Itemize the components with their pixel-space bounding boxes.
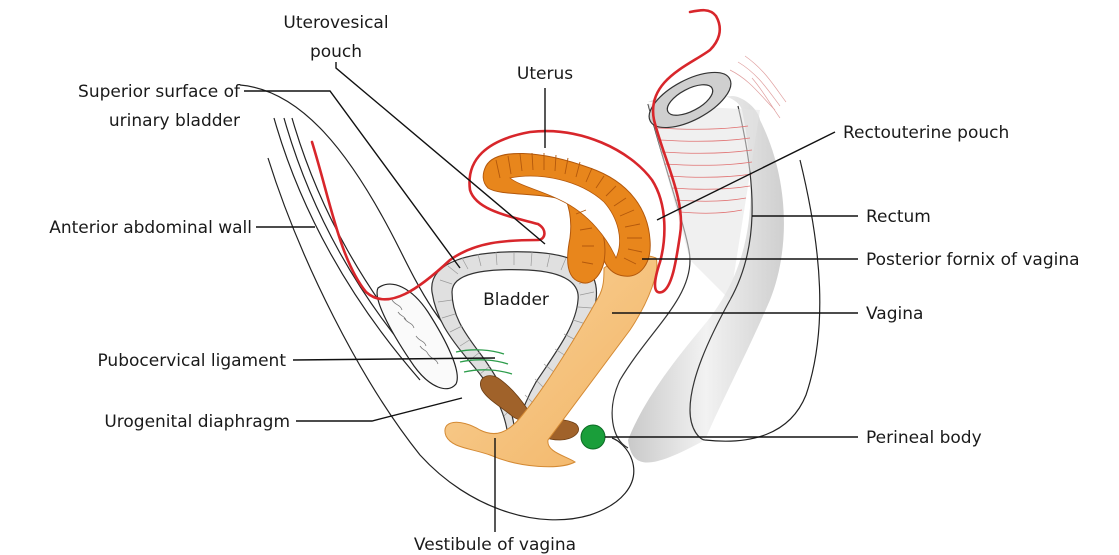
label-bladder: Bladder [483,290,549,310]
label-urogenital-diaphragm: Urogenital diaphragm [104,412,290,432]
label-perineal-body: Perineal body [866,428,982,448]
perineal-body-marker [581,425,605,449]
label-superior-surface-line1: Superior surface of [78,82,241,102]
label-uterovesical-pouch-line2: pouch [310,42,362,62]
label-rectum: Rectum [866,207,931,227]
label-uterovesical-pouch-line1: Uterovesical [283,13,388,33]
label-superior-surface-line2: urinary bladder [109,111,240,131]
label-anterior-abdominal-wall: Anterior abdominal wall [49,218,252,238]
label-posterior-fornix: Posterior fornix of vagina [866,250,1080,270]
label-pubocervical-ligament: Pubocervical ligament [97,351,286,371]
label-uterus: Uterus [517,64,573,84]
anterior-abdominal-wall [240,85,480,380]
label-vagina: Vagina [866,304,923,324]
label-vestibule-of-vagina: Vestibule of vagina [414,535,576,555]
label-rectouterine-pouch: Rectouterine pouch [843,123,1009,143]
